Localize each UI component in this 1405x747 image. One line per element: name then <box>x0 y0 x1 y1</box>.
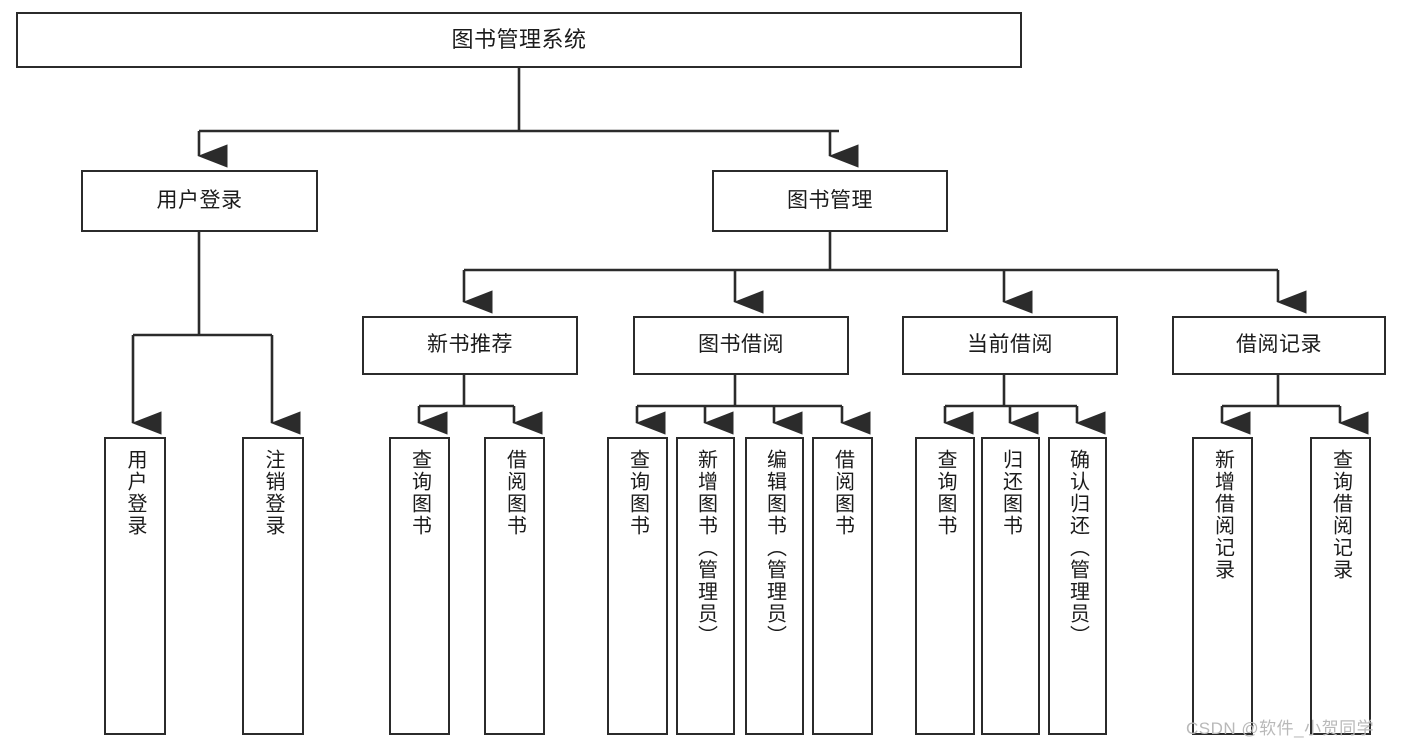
node-leaf-query-borrow-record[interactable]: 查询借阅记录 <box>1310 437 1371 735</box>
node-label: 新书推荐 <box>427 333 513 357</box>
node-label: 新增图书（管理员） <box>694 449 717 647</box>
node-leaf-logout[interactable]: 注销登录 <box>242 437 304 735</box>
node-leaf-add-borrow-record[interactable]: 新增借阅记录 <box>1192 437 1253 735</box>
node-leaf-return-books[interactable]: 归还图书 <box>981 437 1040 735</box>
node-leaf-edit-book-admin[interactable]: 编辑图书（管理员） <box>745 437 804 735</box>
node-leaf-add-book-admin[interactable]: 新增图书（管理员） <box>676 437 735 735</box>
node-label: 图书管理系统 <box>451 27 587 53</box>
node-user-login[interactable]: 用户登录 <box>81 170 318 232</box>
node-book-management[interactable]: 图书管理 <box>712 170 948 232</box>
node-label: 编辑图书（管理员） <box>763 449 786 647</box>
node-label: 借阅记录 <box>1236 333 1322 357</box>
node-label: 查询图书 <box>934 449 956 537</box>
node-label: 图书管理 <box>787 188 873 212</box>
node-label: 查询图书 <box>626 449 649 537</box>
node-root-book-management-system[interactable]: 图书管理系统 <box>16 12 1022 68</box>
node-label: 当前借阅 <box>967 333 1053 357</box>
watermark: CSDN @软件_小贺同学 <box>1186 719 1375 738</box>
node-leaf-query-books-borrow[interactable]: 查询图书 <box>607 437 668 735</box>
node-label: 用户登录 <box>124 449 146 537</box>
node-leaf-user-login[interactable]: 用户登录 <box>104 437 166 735</box>
node-label: 归还图书 <box>999 449 1022 537</box>
node-label: 查询图书 <box>408 449 431 537</box>
node-leaf-query-books-recommend[interactable]: 查询图书 <box>389 437 450 735</box>
node-label: 借阅图书 <box>831 449 854 537</box>
node-label: 图书借阅 <box>698 333 784 357</box>
node-label: 用户登录 <box>156 188 243 212</box>
node-leaf-borrow-books-recommend[interactable]: 借阅图书 <box>484 437 545 735</box>
node-leaf-borrow-books[interactable]: 借阅图书 <box>812 437 873 735</box>
node-borrowing-records[interactable]: 借阅记录 <box>1172 316 1386 375</box>
node-book-borrowing[interactable]: 图书借阅 <box>633 316 849 375</box>
node-label: 确认归还（管理员） <box>1066 449 1089 647</box>
node-label: 借阅图书 <box>503 449 526 537</box>
node-current-borrowing[interactable]: 当前借阅 <box>902 316 1118 375</box>
node-leaf-query-books-current[interactable]: 查询图书 <box>915 437 975 735</box>
node-label: 新增借阅记录 <box>1211 449 1234 581</box>
node-label: 查询借阅记录 <box>1329 449 1352 581</box>
node-new-book-recommendation[interactable]: 新书推荐 <box>362 316 578 375</box>
node-leaf-confirm-return-admin[interactable]: 确认归还（管理员） <box>1048 437 1107 735</box>
node-label: 注销登录 <box>262 449 284 537</box>
